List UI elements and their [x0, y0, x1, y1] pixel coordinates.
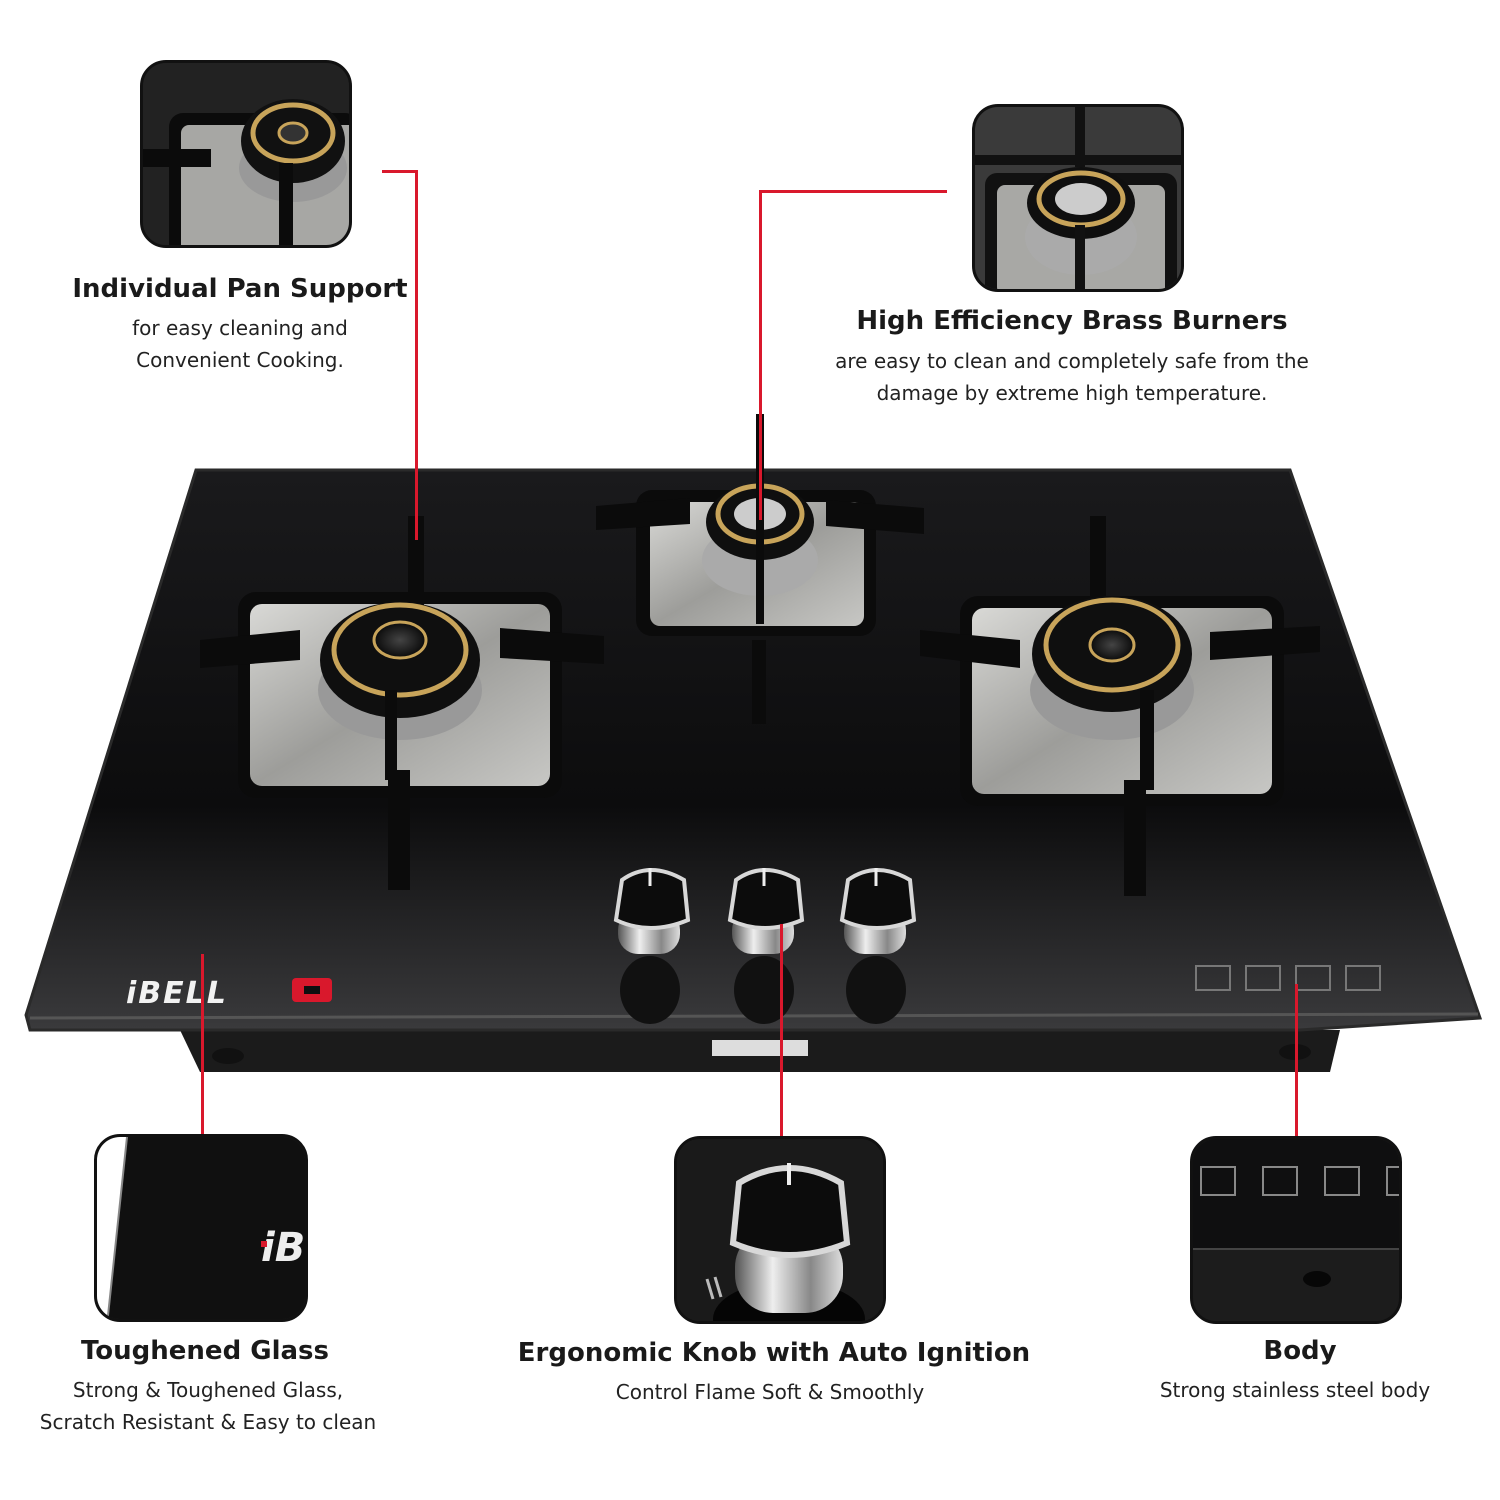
safety-symbols-icon: [1195, 965, 1381, 991]
burner-center: [596, 414, 924, 724]
ibell-logo: iBELL: [126, 976, 228, 1011]
thumb-toughened-glass: iB: [94, 1134, 308, 1322]
feature-title-brass-burners: High Efficiency Brass Burners: [856, 306, 1288, 336]
knob-1: [613, 868, 691, 1024]
knob-2: [727, 868, 805, 1024]
feature-desc-pan-support: for easy cleaning and Convenient Cooking…: [132, 316, 348, 372]
connector-burners-v: [759, 190, 762, 520]
burner-left: [200, 516, 604, 890]
connector-pan-support-v: [415, 170, 418, 540]
feature-title-body: Body: [1263, 1336, 1337, 1366]
connector-burners: [759, 190, 947, 193]
connector-body: [1295, 984, 1298, 1168]
burner-right: [920, 516, 1320, 896]
thumb-brass-burners: [972, 104, 1184, 292]
feature-desc-knob: Control Flame Soft & Smoothly: [615, 1380, 925, 1404]
feature-title-toughened-glass: Toughened Glass: [81, 1336, 329, 1366]
knob-3: [839, 868, 917, 1024]
thumb-pan-support: [140, 60, 352, 248]
feature-desc-body: Strong stainless steel body: [1159, 1378, 1431, 1402]
glass-edge-icon: iB: [97, 1137, 305, 1319]
feature-desc-brass-burners: are easy to clean and completely safe fr…: [835, 349, 1309, 405]
connector-glass: [201, 954, 204, 1136]
svg-text:iB: iB: [261, 1225, 305, 1271]
thumb-body: [1190, 1136, 1402, 1324]
feature-title-pan-support: Individual Pan Support: [72, 274, 408, 304]
burner-icon: [975, 107, 1181, 289]
connector-pan-support: [382, 170, 418, 173]
ibell-logo-mark: [292, 978, 332, 1002]
feature-title-knob: Ergonomic Knob with Auto Ignition: [517, 1338, 1031, 1368]
knob-icon: [677, 1139, 883, 1321]
safety-symbols-thumb-icon: [1193, 1139, 1399, 1321]
thumb-knob: [674, 1136, 886, 1324]
feature-desc-toughened-glass: Strong & Toughened Glass, Scratch Resist…: [39, 1378, 377, 1434]
pan-support-icon: [143, 63, 349, 245]
connector-knob: [780, 924, 783, 1136]
rating-sticker: [712, 1040, 808, 1056]
